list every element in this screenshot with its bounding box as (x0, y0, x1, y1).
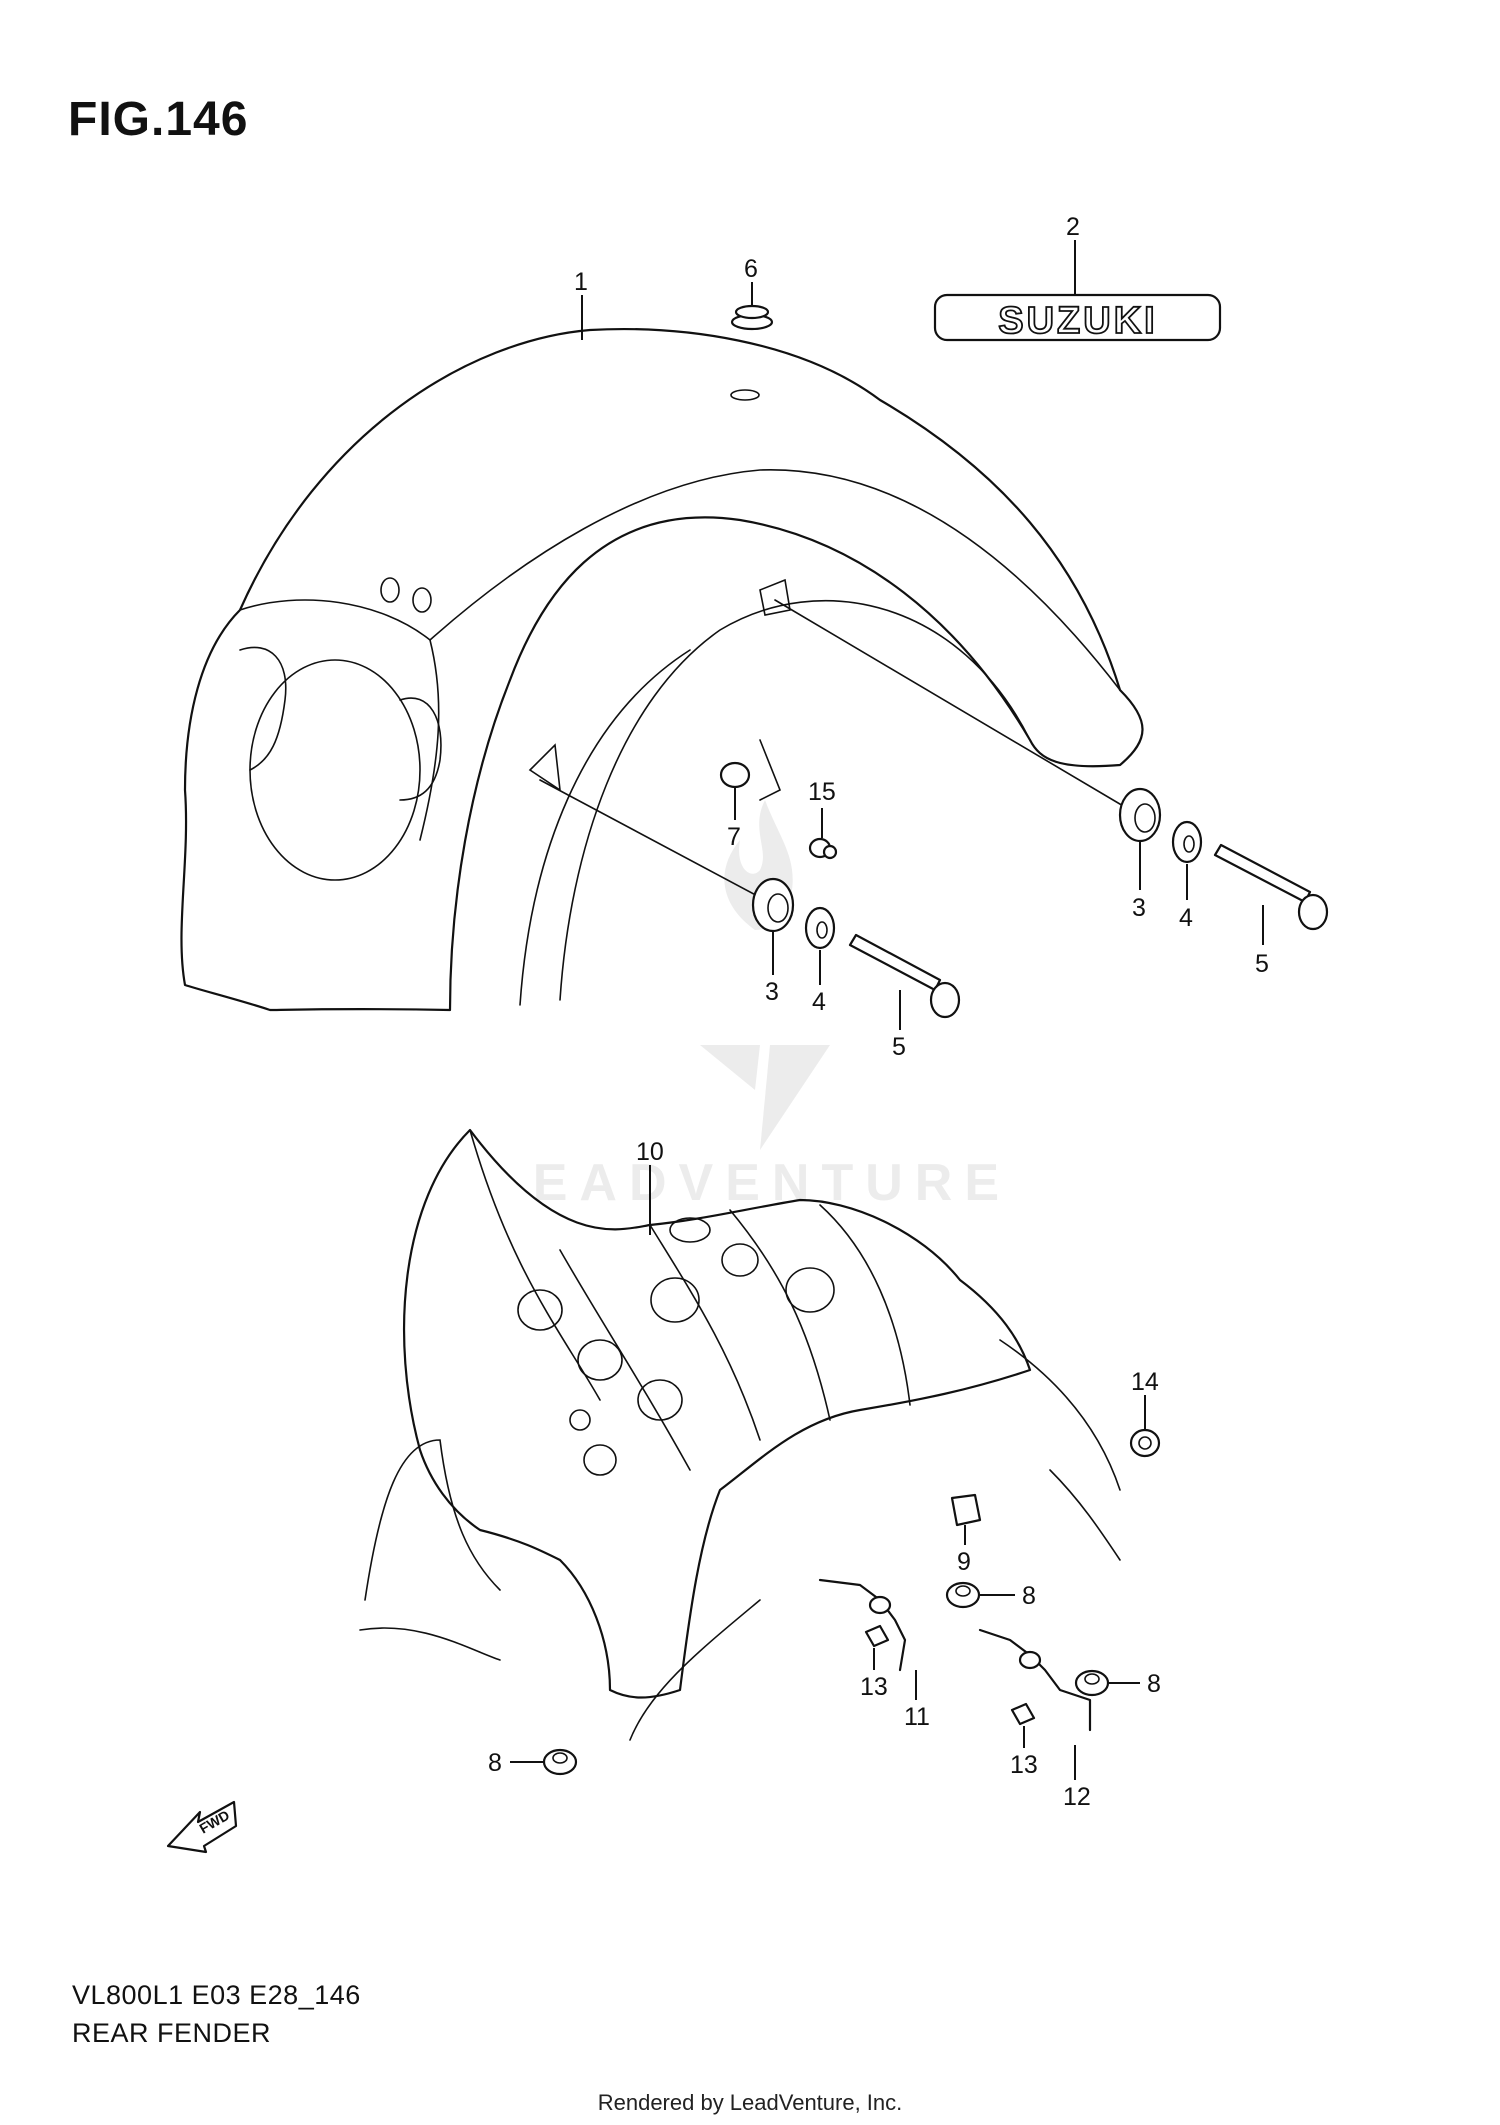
washer-part-4b[interactable] (1171, 820, 1203, 864)
screw-part-13a[interactable] (864, 1624, 890, 1648)
callout-5b: 5 (1255, 950, 1269, 978)
bolt-axis-left (539, 779, 766, 901)
callout-14: 14 (1131, 1368, 1159, 1396)
figure-title: FIG.146 (68, 93, 249, 146)
callout-13a: 13 (860, 1673, 888, 1701)
callout-8b: 8 (1147, 1670, 1161, 1698)
nut-part-14[interactable] (1129, 1428, 1161, 1458)
grommet-part-6[interactable] (730, 304, 774, 331)
washer-part-4a[interactable] (804, 906, 836, 950)
callout-10: 10 (636, 1138, 664, 1166)
suzuki-emblem-part[interactable]: SUZUKI (933, 293, 1222, 343)
callout-12: 12 (1063, 1783, 1091, 1811)
damper-part-3b[interactable] (1118, 787, 1162, 843)
nut-part-8c[interactable] (542, 1748, 578, 1776)
screw-part-15[interactable] (808, 837, 838, 860)
nut-part-8a[interactable] (945, 1581, 981, 1609)
diagram-code: VL800L1 E03 E28_146 (72, 1980, 361, 2010)
pad-part-9[interactable] (950, 1493, 982, 1527)
callout-6: 6 (744, 255, 758, 283)
watermark: LEADVENTURE (489, 800, 1011, 1212)
callout-3b: 3 (1132, 894, 1146, 922)
watermark-v-icon (700, 1045, 830, 1150)
damper-part-3a[interactable] (751, 877, 795, 933)
callout-1: 1 (574, 268, 588, 296)
callout-15: 15 (808, 778, 836, 806)
clip-part-7[interactable] (719, 739, 782, 801)
bolt-part-5b[interactable] (1213, 843, 1329, 931)
callout-7: 7 (727, 823, 741, 851)
callout-9: 9 (957, 1548, 971, 1576)
bolt-part-5a[interactable] (848, 933, 961, 1019)
callout-3a: 3 (765, 978, 779, 1006)
callout-13b: 13 (1010, 1751, 1038, 1779)
fwd-direction-arrow-icon: FWD (166, 1800, 238, 1854)
diagram-name: REAR FENDER (72, 2018, 272, 2048)
callout-4a: 4 (812, 988, 826, 1016)
rendered-by-credit: Rendered by LeadVenture, Inc. (597, 2090, 903, 2115)
watermark-text: LEADVENTURE (489, 1154, 1011, 1212)
nut-part-8b[interactable] (1074, 1669, 1110, 1697)
bracket-part-11[interactable] (818, 1578, 907, 1672)
callout-4b: 4 (1179, 904, 1193, 932)
callout-8a: 8 (1022, 1582, 1036, 1610)
callout-11: 11 (904, 1703, 930, 1731)
bolt-axis-right (774, 599, 1131, 811)
callout-8c: 8 (488, 1749, 502, 1777)
rear-fender-part[interactable] (180, 328, 1144, 1012)
screw-part-13b[interactable] (1010, 1702, 1036, 1726)
bracket-part-12[interactable] (978, 1628, 1092, 1732)
callout-5a: 5 (892, 1033, 906, 1061)
callout-2: 2 (1066, 213, 1080, 241)
emblem-text: SUZUKI (998, 300, 1157, 342)
rear-fender-bracket-part[interactable] (359, 1128, 1121, 1741)
